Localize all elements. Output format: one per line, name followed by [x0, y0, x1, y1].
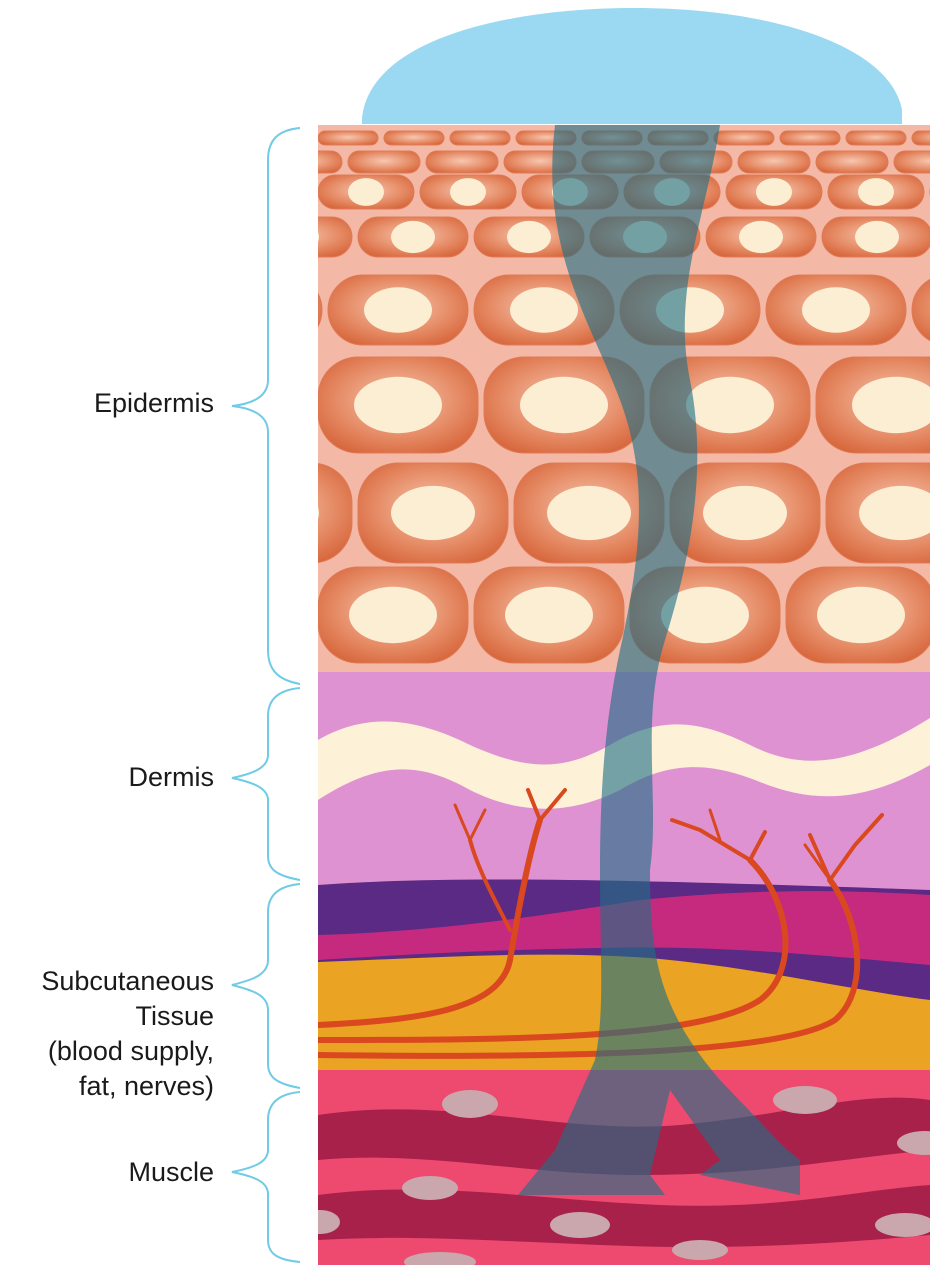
- transdermal-patch: [362, 8, 902, 124]
- dermis-bracket: [232, 688, 300, 880]
- epidermis-cell: [162, 567, 312, 663]
- cell-nucleus: [275, 221, 319, 253]
- epidermis-cell: [182, 275, 322, 345]
- cell-nucleus: [235, 486, 319, 540]
- epidermis-cell: [242, 217, 352, 257]
- epidermis-cell: [270, 151, 342, 173]
- subcutaneous-label: Subcutaneous Tissue (blood supply, fat, …: [41, 964, 214, 1104]
- epidermis-cell: [318, 131, 378, 145]
- cell-nucleus: [246, 178, 282, 206]
- epidermis-cell: [426, 151, 498, 173]
- cell-nucleus: [349, 587, 437, 643]
- epidermis-label: Epidermis: [94, 386, 214, 421]
- epidermis-cell: [894, 151, 930, 173]
- epidermis-cell: [216, 175, 312, 209]
- muscle-bracket: [232, 1092, 300, 1262]
- epidermis-cell: [384, 131, 444, 145]
- epidermis-cell: [780, 131, 840, 145]
- epidermis-bracket: [232, 128, 300, 684]
- cell-nucleus: [858, 178, 894, 206]
- cell-nucleus: [756, 178, 792, 206]
- epidermis-cell: [348, 151, 420, 173]
- cell-nucleus: [348, 178, 384, 206]
- muscle-label: Muscle: [128, 1155, 214, 1190]
- cell-nucleus: [686, 377, 774, 433]
- cell-nucleus: [855, 221, 899, 253]
- cell-nucleus: [218, 287, 286, 332]
- cell-nucleus: [505, 587, 593, 643]
- cell-nucleus: [817, 587, 905, 643]
- cell-nucleus: [703, 486, 787, 540]
- cell-nucleus: [391, 486, 475, 540]
- cell-nucleus: [520, 377, 608, 433]
- epidermis-cell: [738, 151, 810, 173]
- cell-nucleus: [547, 486, 631, 540]
- cell-nucleus: [510, 287, 578, 332]
- cell-nucleus: [802, 287, 870, 332]
- cell-nucleus: [507, 221, 551, 253]
- dermis-label: Dermis: [129, 760, 215, 795]
- epidermis-cell: [202, 463, 352, 563]
- cell-nucleus: [739, 221, 783, 253]
- cell-nucleus: [391, 221, 435, 253]
- subcutaneous-bracket: [232, 884, 300, 1088]
- cell-nucleus: [364, 287, 432, 332]
- cell-nucleus: [450, 178, 486, 206]
- layer-brackets: [232, 128, 300, 1262]
- epidermis-cell: [714, 131, 774, 145]
- cell-nucleus: [354, 377, 442, 433]
- epidermis-cell: [816, 151, 888, 173]
- epidermis-cell: [450, 131, 510, 145]
- epidermis-cell: [912, 131, 930, 145]
- epidermis-cell: [846, 131, 906, 145]
